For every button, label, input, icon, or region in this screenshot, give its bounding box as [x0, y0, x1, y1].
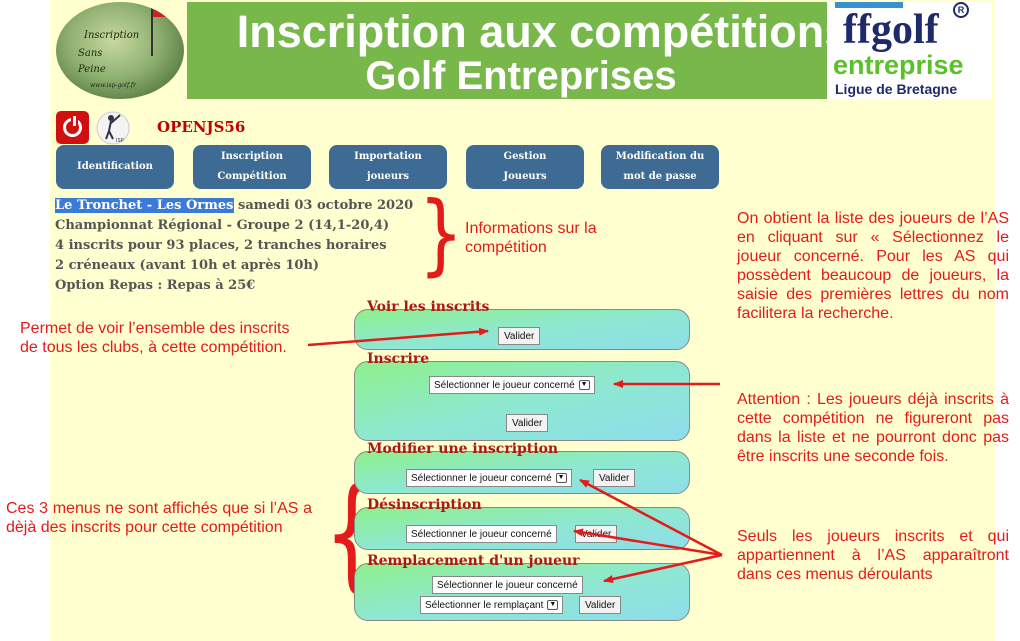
- nav-label: mot de passe: [623, 171, 697, 182]
- select-value: Sélectionner le joueur concerné: [411, 528, 552, 540]
- arrow-desinscription: [573, 528, 723, 557]
- competition-slots: 2 créneaux (avant 10h et après 10h): [55, 258, 320, 273]
- annotation-attention: Attention : Les joueurs déjà inscrits à …: [737, 391, 1009, 465]
- annotation-menus: Ces 3 menus ne sont affichés que si l’AS…: [6, 500, 312, 536]
- desinscription-joueur-select[interactable]: Sélectionner le joueur concerné: [406, 525, 557, 543]
- box-modifier-inscription: Modifier une inscription Sélectionner le…: [354, 441, 690, 494]
- box-legend: Modifier une inscription: [365, 441, 561, 457]
- competition-info: Le Tronchet - Les Ormes samedi 03 octobr…: [55, 196, 413, 296]
- logo-url: www.isp-golf.fr: [90, 82, 136, 89]
- logo-text-3: Peine: [78, 64, 106, 75]
- nav-importation-joueurs[interactable]: Importation joueurs: [329, 145, 447, 189]
- logout-power-icon[interactable]: [56, 111, 89, 144]
- ffgolf-entreprise: entreprise: [833, 50, 964, 80]
- ffgolf-name: ffgolf: [843, 7, 939, 53]
- remplacement-joueur-select[interactable]: Sélectionner le joueur concerné: [432, 576, 583, 594]
- logo-text-2: Sans: [78, 48, 103, 59]
- svg-text:ISP: ISP: [116, 138, 124, 144]
- box-legend: Voir les inscrits: [365, 299, 492, 315]
- annotation-info: Informations sur la compétition: [465, 220, 597, 256]
- annotation-brace-info: }: [418, 182, 464, 285]
- box-inscrire: Inscrire Sélectionner le joueur concerné…: [354, 351, 690, 441]
- golfer-icon[interactable]: ISP: [96, 111, 130, 145]
- arrow-voir: [307, 327, 489, 347]
- modifier-joueur-select[interactable]: Sélectionner le joueur concerné▼: [406, 469, 572, 487]
- logo-text-1: Inscription: [84, 30, 140, 41]
- annotation-liste: On obtient la liste des joueurs de l’AS …: [737, 210, 1009, 322]
- box-legend: Inscrire: [365, 351, 432, 367]
- select-value: Sélectionner le joueur concerné: [437, 579, 578, 591]
- inscrire-joueur-select[interactable]: Sélectionner le joueur concerné▼: [429, 376, 595, 394]
- nav-modification-mot-de-passe[interactable]: Modification du mot de passe: [601, 145, 719, 189]
- nav-label: Inscription: [220, 151, 284, 162]
- voir-valider-button[interactable]: Valider: [498, 327, 541, 345]
- golf-flag-icon: [151, 8, 165, 56]
- nav-gestion-joueurs[interactable]: Gestion Joueurs: [466, 145, 584, 189]
- chevron-down-icon: ▼: [578, 380, 590, 390]
- nav-label: joueurs: [366, 171, 410, 182]
- nav-label: Importation: [354, 151, 422, 162]
- ffgolf-tab-decoration: [835, 2, 903, 8]
- box-legend: Remplacement d'un joueur: [365, 553, 582, 569]
- title-line-2: Golf Entreprises: [365, 54, 677, 98]
- chevron-down-icon: ▼: [547, 600, 559, 610]
- nav-label: Gestion: [503, 151, 547, 162]
- nav-label: Compétition: [217, 171, 287, 182]
- annotation-seuls: Seuls les joueurs inscrits et qui appart…: [737, 528, 1009, 583]
- arrow-remplacement: [603, 553, 723, 583]
- select-value: Sélectionner le joueur concerné: [434, 379, 575, 391]
- competition-meal: Option Repas : Repas à 25€: [55, 278, 256, 293]
- competition-venue-line: Le Tronchet - Les Ormes samedi 03 octobr…: [55, 196, 413, 216]
- competition-places: 4 inscrits pour 93 places, 2 tranches ho…: [55, 238, 387, 253]
- competition-venue: Le Tronchet - Les Ormes: [55, 198, 234, 213]
- annotation-voir: Permet de voir l’ensemble des inscrits d…: [20, 320, 290, 356]
- box-remplacement: Remplacement d'un joueur Sélectionner le…: [354, 553, 690, 621]
- remplacant-select[interactable]: Sélectionner le remplaçant▼: [420, 596, 564, 614]
- nav-inscription-competition[interactable]: Inscription Compétition: [193, 145, 311, 189]
- nav-label: Modification du: [615, 151, 705, 162]
- user-name: OPENJS56: [157, 118, 246, 136]
- remplacement-valider-button[interactable]: Valider: [579, 596, 622, 614]
- ffgolf-logo: ffgolf R entreprise Ligue de Bretagne: [827, 2, 992, 99]
- arrow-modifier: [579, 478, 723, 557]
- nav-label: Joueurs: [503, 171, 547, 182]
- box-legend: Désinscription: [365, 497, 484, 513]
- modifier-valider-button[interactable]: Valider: [593, 469, 636, 487]
- isp-logo: Inscription Sans Peine www.isp-golf.fr: [56, 2, 184, 99]
- box-voir-inscrits: Voir les inscrits Valider: [354, 299, 690, 350]
- nav-label: Identification: [77, 161, 153, 172]
- title-banner: Inscription aux compétitions Golf Entrep…: [187, 2, 849, 99]
- competition-type: Championnat Régional - Groupe 2 (14,1-20…: [55, 218, 390, 233]
- ffgolf-ligue: Ligue de Bretagne: [835, 81, 958, 97]
- chevron-down-icon: ▼: [555, 473, 567, 483]
- nav-identification[interactable]: Identification: [56, 145, 174, 189]
- select-value: Sélectionner le remplaçant: [425, 599, 544, 611]
- title-line-1: Inscription aux compétitions: [236, 6, 850, 57]
- registered-icon: R: [953, 2, 969, 18]
- inscrire-valider-button[interactable]: Valider: [506, 414, 549, 432]
- competition-date: samedi 03 octobre 2020: [238, 198, 414, 213]
- select-value: Sélectionner le joueur concerné: [411, 472, 552, 484]
